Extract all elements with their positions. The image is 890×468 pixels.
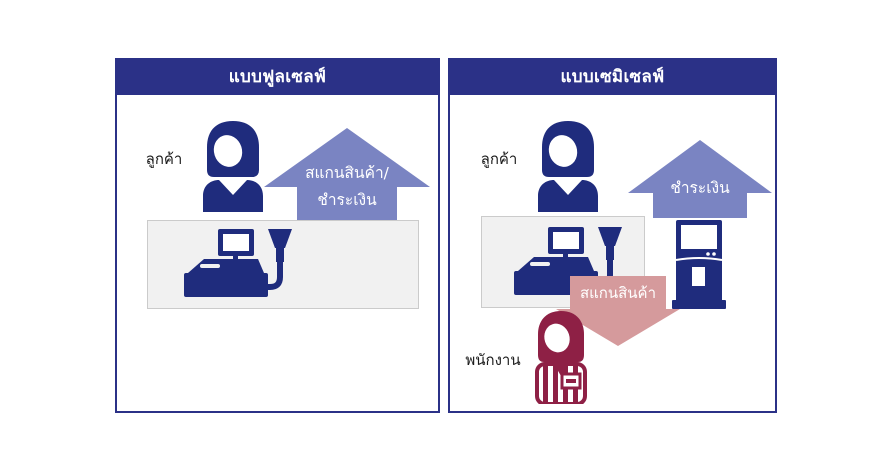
panel-full-self: แบบฟูลเซลฟ์ ลูกค้า สแกนสินค้า/ ชำระเงิน: [115, 58, 440, 413]
payment-kiosk-icon: [668, 220, 730, 309]
pay-arrow-label: ชำระเงิน: [670, 179, 730, 197]
cash-register-icon: [178, 229, 296, 301]
customer-label: ลูกค้า: [145, 150, 183, 168]
pay-up-arrow: ชำระเงิน: [628, 140, 772, 218]
customer-label: ลูกค้า: [480, 150, 518, 168]
staff-icon: [528, 310, 594, 404]
checkout-counter-box: [147, 220, 419, 309]
panel-semi-self-header: แบบเซมิเซลฟ์: [448, 58, 777, 95]
panel-full-self-header: แบบฟูลเซลฟ์: [115, 58, 440, 95]
scan-pay-up-arrow: สแกนสินค้า/ ชำระเงิน: [264, 128, 430, 230]
scan-down-arrow: สแกนสินค้า: [556, 276, 680, 346]
scan-arrow-label: สแกนสินค้า: [579, 284, 657, 302]
name-badge: [560, 372, 582, 390]
barcode-scanner-icon: [266, 229, 292, 290]
scan-pay-arrow-label-line1: สแกนสินค้า/: [305, 164, 389, 182]
customer-icon: [530, 120, 606, 212]
scan-pay-arrow-label-line2: ชำระเงิน: [317, 191, 377, 209]
staff-label: พนักงาน: [465, 351, 521, 369]
customer-icon: [195, 120, 271, 212]
panel-semi-self: แบบเซมิเซลฟ์ ลูกค้า ชำระเงิน: [448, 58, 777, 413]
